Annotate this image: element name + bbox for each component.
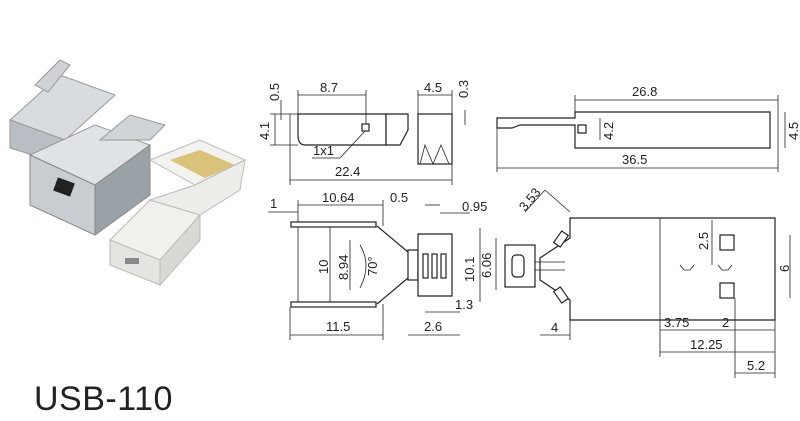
- dim-0-95: 0.95: [462, 199, 487, 214]
- model-title: USB-110: [34, 380, 173, 418]
- dim-10-64: 10.64: [322, 190, 355, 205]
- dim-8-94: 8.94: [336, 255, 351, 280]
- open-shell-view: 1 10.64 0.5 0.95 10 8.94 70° 10.1 6.06 1…: [268, 190, 497, 340]
- dim-3-75: 3.75: [664, 315, 689, 330]
- dim-10: 10: [316, 260, 331, 274]
- dim-1x1: 1x1: [313, 143, 334, 158]
- dim-0-5-open: 0.5: [390, 190, 408, 205]
- dim-5-2: 5.2: [747, 358, 765, 373]
- dim-0-3: 0.3: [456, 80, 471, 98]
- dim-1: 1: [270, 196, 277, 211]
- product-photo-shell: [9, 59, 166, 236]
- dim-4-5-top: 4.5: [786, 122, 800, 140]
- dim-2-5: 2.5: [696, 232, 711, 250]
- dim-22-4: 22.4: [335, 164, 360, 179]
- dim-6: 6: [777, 265, 792, 272]
- dim-10-1: 10.1: [462, 257, 477, 282]
- product-photo-body: [109, 139, 247, 287]
- dim-11-5: 11.5: [326, 319, 350, 334]
- dim-2: 2: [722, 315, 729, 330]
- plug-top-view: 3.53 4 2.5 6 3.75 2 12.25 5.2: [504, 185, 792, 378]
- dim-36-5: 36.5: [622, 152, 647, 167]
- dim-2-6: 2.6: [424, 319, 442, 334]
- dim-70-degrees: 70°: [365, 256, 380, 276]
- dim-6-06: 6.06: [479, 253, 494, 278]
- dim-4-5: 4.5: [424, 80, 442, 95]
- dim-3-53: 3.53: [516, 185, 544, 214]
- dim-26-8: 26.8: [632, 84, 657, 99]
- dim-1-3: 1.3: [455, 297, 473, 312]
- dim-4-1: 4.1: [257, 122, 272, 140]
- top-view: 26.8 4.2 4.5 36.5: [496, 84, 800, 172]
- side-view: 8.7 4.5 0.5 0.3 4.1 1x1 22.4: [257, 80, 471, 185]
- dim-4: 4: [551, 320, 558, 335]
- dim-12-25: 12.25: [690, 337, 723, 352]
- dim-4-2: 4.2: [601, 122, 616, 140]
- dim-0-5: 0.5: [267, 83, 282, 101]
- dim-8-7: 8.7: [320, 80, 338, 95]
